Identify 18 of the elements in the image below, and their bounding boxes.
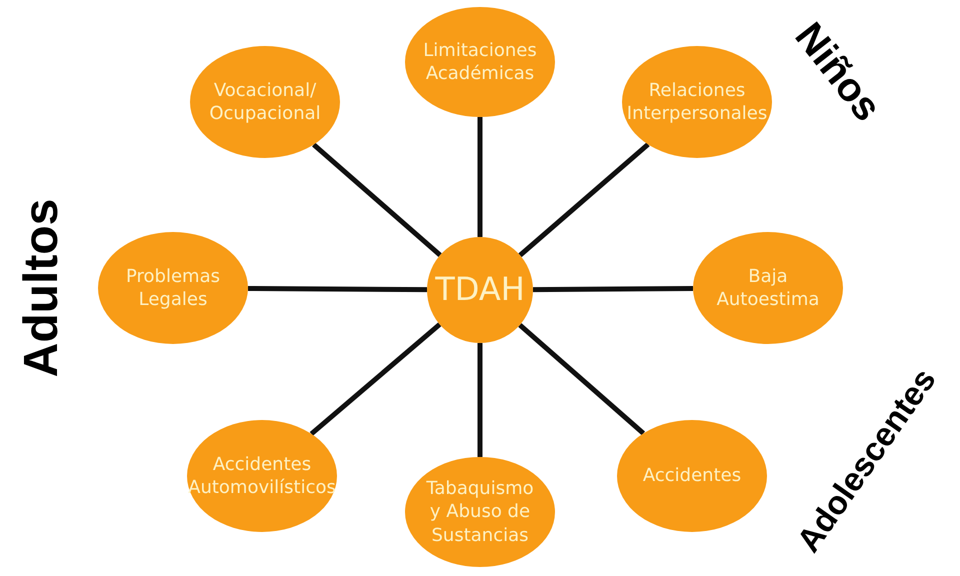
node-label: Vocacional/ Ocupacional bbox=[208, 78, 322, 126]
node-label: Accidentes bbox=[642, 464, 742, 488]
connector-line bbox=[248, 286, 428, 292]
node-label: Baja Autoestima bbox=[716, 264, 820, 312]
connector-line bbox=[478, 343, 482, 457]
node-label: Tabaquismo y Abuso de Sustancias bbox=[425, 476, 535, 548]
connector-line bbox=[310, 322, 442, 436]
connector-line bbox=[312, 142, 442, 257]
connector-line bbox=[532, 286, 694, 292]
connector-line bbox=[518, 142, 650, 258]
node-label: Relaciones Interpersonales bbox=[626, 78, 768, 126]
node-label: Limitaciones Académicas bbox=[422, 38, 538, 86]
node-label: Problemas Legales bbox=[125, 264, 221, 312]
group-label: Adultos bbox=[18, 198, 66, 378]
connector-line bbox=[518, 323, 646, 436]
node-label: Accidentes Automovilísticos bbox=[188, 452, 336, 500]
connector-line bbox=[478, 117, 482, 237]
node-label: TDAH bbox=[435, 269, 525, 310]
